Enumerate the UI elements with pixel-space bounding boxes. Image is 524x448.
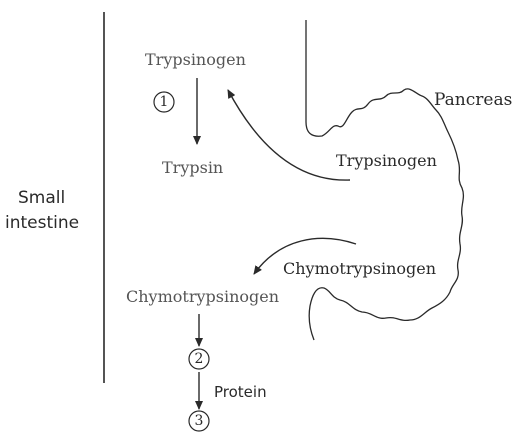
small-intestine-label-line2: intestine	[5, 215, 79, 232]
pancreas-chymotrypsinogen-label: Chymotrypsinogen	[283, 261, 436, 277]
step-1-number: 1	[153, 95, 175, 109]
pancreas-outline	[306, 20, 463, 340]
trypsin-label: Trypsin	[162, 160, 223, 176]
protein-label: Protein	[214, 385, 267, 400]
step-2-number: 2	[188, 352, 210, 366]
intestine-chymotrypsinogen-label: Chymotrypsinogen	[126, 289, 279, 305]
intestine-trypsinogen-label: Trypsinogen	[145, 52, 246, 68]
step-3-number: 3	[188, 414, 210, 428]
arrow-pancreas-trypsinogen-to-intestine	[228, 90, 350, 180]
pancreas-label: Pancreas	[434, 92, 512, 109]
pancreas-trypsinogen-label: Trypsinogen	[336, 153, 437, 169]
small-intestine-label-line1: Small	[18, 190, 65, 207]
